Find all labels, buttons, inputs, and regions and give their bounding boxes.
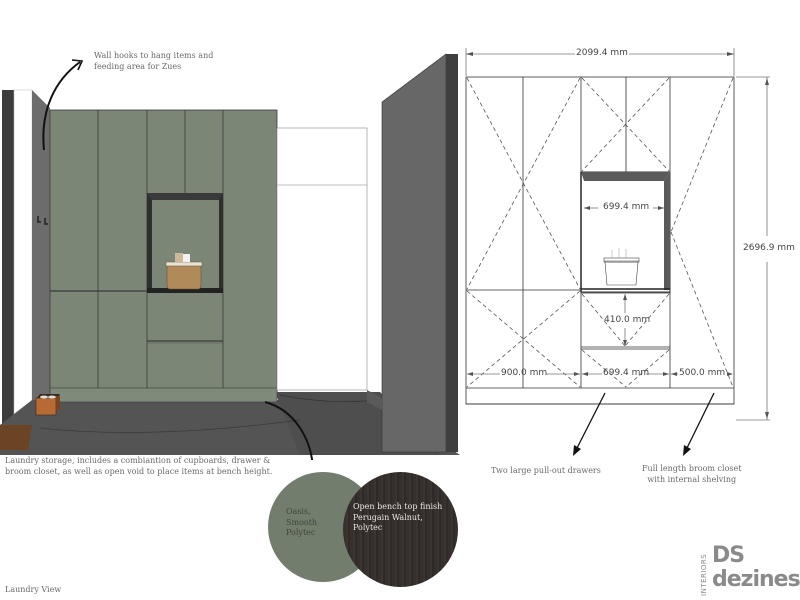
view-title: Laundry View [5, 585, 62, 594]
swatch-walnut [343, 472, 458, 587]
wall-hooks-annotation: Wall hooks to hang items and feeding are… [94, 51, 264, 72]
left-width-dimension: 900.0 mm [501, 368, 548, 378]
elevation-drawing [460, 40, 800, 460]
laundry-storage-line-2: broom closet, as well as open void to pl… [5, 466, 273, 476]
wall-hooks-line-2: feeding area for Zues [94, 61, 182, 71]
broom-closet-line-2: with internal shelving [647, 474, 737, 484]
swatch-oasis-label: Oasis, Smooth Polytec [286, 507, 318, 537]
laundry-storage-annotation: Laundry storage, includes a combiantion … [5, 456, 305, 477]
elevation-linework [465, 48, 770, 456]
logo-interiors-text: INTERIORS [700, 553, 708, 596]
overall-width-dimension: 2099.4 mm [575, 48, 629, 58]
ds-dezines-logo: INTERIORS DS dezines [698, 543, 800, 598]
logo-ds-text: DS [712, 543, 745, 568]
swatch-walnut-label: Open bench top finish Perugain Walnut, P… [353, 502, 443, 532]
logo-dezines-text: dezines [712, 567, 800, 592]
material-swatches: Oasis, Smooth Polytec Open bench top fin… [268, 472, 468, 597]
overall-height-dimension: 2696.9 mm [743, 243, 795, 253]
void-width-dimension: 699.4 mm [602, 202, 651, 212]
broom-closet-line-1: Full length broom closet [642, 464, 742, 473]
laundry-render-illustration [0, 53, 460, 460]
wall-hooks-line-1: Wall hooks to hang items and [94, 51, 214, 60]
laundry-storage-line-1: Laundry storage, includes a combiantion … [5, 456, 271, 465]
drawer-width-dimension: 699.4 mm [603, 368, 650, 378]
drawer-height-dimension: 410.0 mm [604, 315, 651, 325]
drawers-annotation: Two large pull-out drawers [491, 466, 601, 475]
broom-closet-annotation: Full length broom closet with internal s… [642, 464, 741, 485]
render-view [0, 0, 460, 460]
right-width-dimension: 500.0 mm [679, 368, 726, 378]
